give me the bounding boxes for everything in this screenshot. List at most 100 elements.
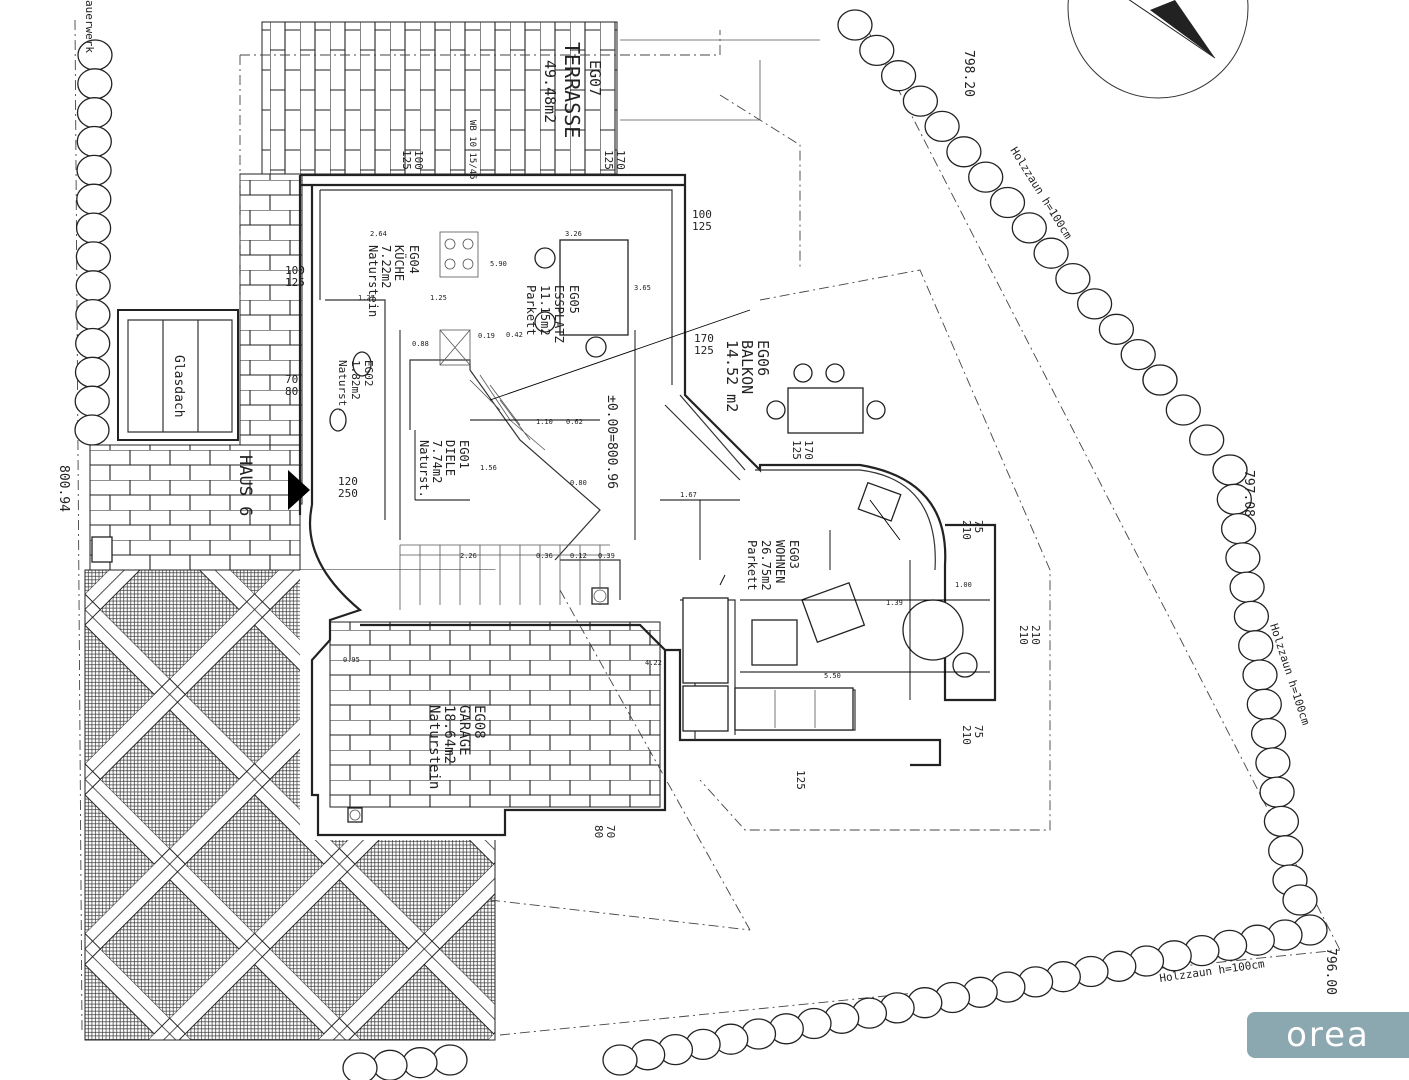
balcony-table [787, 387, 864, 434]
small-dimension: 5.90 [490, 260, 507, 268]
hedge-shrub [75, 212, 112, 244]
hedge-shrub [880, 60, 917, 92]
small-dimension: 1.00 [955, 581, 972, 589]
hedge-shrub [1120, 338, 1156, 371]
hedge-shrub [1282, 884, 1318, 916]
kueche-code: EG04 [407, 245, 421, 274]
garage-code: EG08 [471, 705, 487, 739]
orea-logo: orea [1247, 1012, 1409, 1058]
wohnen-floor: Parkett [745, 540, 759, 591]
hedge-shrub [859, 34, 895, 67]
small-dimension: 3.65 [634, 284, 651, 292]
diele-name: DIELE [443, 440, 457, 476]
hedge-shrub [1165, 394, 1201, 426]
small-dimension: 0.42 [506, 331, 523, 339]
hedge-shrub [1055, 262, 1091, 295]
small-dimension: 0.39 [598, 552, 615, 560]
hedge-shrub [1076, 288, 1113, 320]
hedge-shrub [1268, 835, 1304, 867]
small-dimension: 1.10 [536, 418, 553, 426]
terrasse-area: 49.48m2 [541, 60, 559, 123]
level-796: 796.00 [1323, 948, 1338, 995]
wohnen-area: 26.75m2 [759, 540, 773, 591]
hedges [74, 9, 1328, 1080]
dim-100: 100 [412, 150, 425, 170]
dim-80: 80 [285, 385, 298, 398]
garage-floor: Naturstein [426, 705, 442, 789]
elevation-label: ±0.00=800.96 [604, 395, 619, 489]
terrasse-name: TERRASSE [560, 42, 584, 138]
coffee-table [751, 619, 798, 666]
glasdach-label: Glasdach [171, 355, 186, 418]
hedge-shrub [372, 1049, 408, 1080]
staircase [399, 374, 610, 610]
wc-floor: Naturst. [336, 360, 349, 413]
garage-name: GARAGE [456, 705, 472, 756]
hedge-shrub [837, 9, 873, 41]
garage-floor [329, 621, 661, 808]
hedge-shrub [1033, 237, 1069, 269]
terrace-paving [261, 21, 618, 175]
essplatz-code: EG05 [567, 285, 581, 314]
small-dimension: 1.25 [430, 294, 447, 302]
balkon-name: BALKON [738, 340, 756, 394]
wc-code: EG02 [362, 360, 375, 387]
kueche-floor: Naturstein [366, 245, 380, 317]
sofa [734, 687, 854, 731]
hedge-shrub [76, 183, 112, 215]
dim-170: 170 [614, 150, 627, 170]
garage-area: 18.64m2 [441, 705, 457, 764]
dim-125: 125 [400, 150, 413, 170]
dim-125b: 125 [602, 150, 615, 170]
small-dimension: 0.80 [570, 479, 587, 487]
small-dimension: 0.62 [566, 418, 583, 426]
hedge-shrub [75, 298, 111, 331]
hedge-shrub [1246, 688, 1282, 720]
hedge-shrub [74, 356, 111, 388]
kueche-area: 7.22m2 [379, 245, 393, 288]
small-dimension: 1.67 [680, 491, 697, 499]
hedge-shrub [77, 68, 113, 100]
hedge-shrub [1225, 542, 1261, 574]
dim-125d: 125 [285, 276, 305, 289]
entrance-arrow-icon [288, 470, 310, 510]
essplatz-floor: Parkett [524, 285, 538, 336]
hedge-shrub [76, 97, 113, 129]
small-dimension: 5.50 [824, 672, 841, 680]
small-dimension: 1.27 [358, 294, 375, 302]
hedge-shrub [968, 161, 1004, 193]
hedge-shrub [1142, 364, 1178, 396]
small-dimension: 1.39 [886, 599, 903, 607]
dim-120: 120 [338, 475, 358, 488]
balkon-area: 14.52 m2 [723, 340, 741, 412]
diele-code: EG01 [457, 440, 471, 469]
dim-70h: 70 [604, 825, 617, 838]
hedge-shrub [1238, 630, 1274, 662]
small-dimension: 0.88 [412, 340, 429, 348]
dim-125c: 125 [692, 220, 712, 233]
hedge-shrub [1220, 512, 1257, 545]
terrasse-code: EG07 [586, 60, 604, 96]
haus-label: HAUS 6 [235, 455, 255, 516]
hedge-shrub [1250, 717, 1287, 750]
wc-area: 1.82m2 [349, 360, 362, 400]
hedge-shrub [76, 154, 112, 187]
dim-125g: 125 [794, 770, 807, 790]
dining-table [559, 239, 629, 336]
level-798: 798.20 [961, 50, 976, 97]
hedge-shrub [402, 1047, 438, 1079]
small-dimension: 0.95 [343, 656, 360, 664]
hedge-shrub [1233, 600, 1270, 633]
wohnen-code: EG03 [787, 540, 801, 569]
small-dimension: 1.56 [480, 464, 497, 472]
hedge-shrub [74, 385, 110, 417]
round-table [902, 599, 964, 661]
hedge-shrub [1259, 776, 1295, 808]
level-800: 800.94 [56, 465, 71, 512]
dim-170e: 170 [694, 332, 714, 345]
north-arrow-icon [1067, 0, 1249, 99]
glass-roof [117, 309, 239, 441]
essplatz-area: 11.15m2 [538, 285, 552, 336]
small-dimension: 0.19 [478, 332, 495, 340]
